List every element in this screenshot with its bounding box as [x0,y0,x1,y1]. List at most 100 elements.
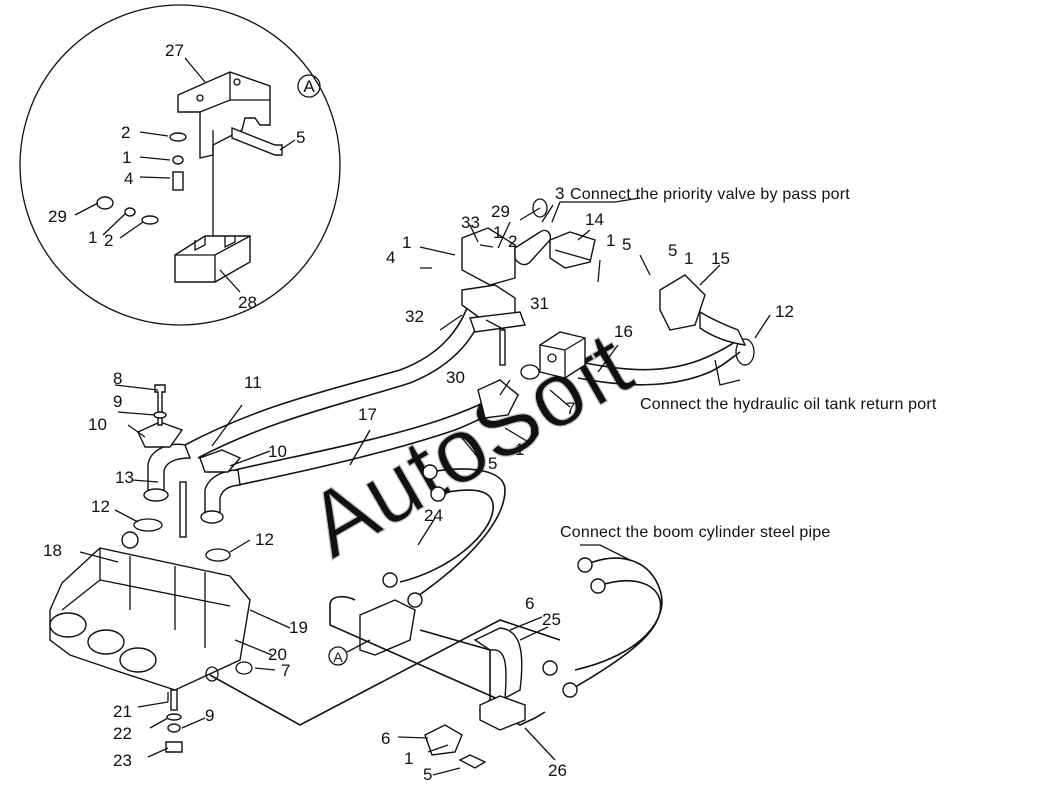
label-30: 30 [446,368,465,387]
label-3: 3 [555,184,564,203]
label-6-b: 6 [525,594,534,613]
label-29-detail: 29 [48,207,67,226]
detail-circle [19,4,341,326]
pipe-3 [514,229,552,266]
nut-23 [165,741,183,753]
bolt-5-bottom [458,754,487,769]
bolt-30 [499,329,506,366]
oring-3 [532,198,548,218]
washer-1b-detail [124,207,136,217]
elbow-25 [473,627,523,700]
label-5-detail: 5 [296,128,305,147]
label-25: 25 [542,610,561,629]
note-tank-return: Connect the hydraulic oil tank return po… [640,396,937,413]
detail-labels: 27 2 1 4 5 29 1 2 28 [48,41,305,312]
label-13: 13 [115,468,134,487]
main-labels: 3 29 33 1 2 14 1 5 5 1 15 1 4 32 31 12 1… [43,184,794,784]
label-5-d: 5 [423,765,432,784]
washer-2b-detail [141,215,159,225]
label-2-detail: 2 [121,123,130,142]
label-14: 14 [585,210,604,229]
pipe-tank [699,310,747,346]
label-8: 8 [113,369,122,388]
main-assembly: A [49,197,771,776]
hose-boom [574,557,663,671]
washer-2-detail [169,132,187,142]
hose-16 [579,341,736,371]
washer-1-detail [172,155,184,165]
label-1-f: 1 [404,749,413,768]
label-6-c: 6 [381,729,390,748]
bolt-13 [179,481,187,538]
label-1-detail: 1 [122,148,131,167]
label-12-c: 12 [255,530,274,549]
note-boom-cylinder: Connect the boom cylinder steel pipe [560,524,830,541]
oring-7-bottom [235,661,253,675]
label-23: 23 [113,751,132,770]
bolt-4-detail [172,171,184,191]
label-4: 4 [386,248,395,267]
label-5-c: 5 [488,454,497,473]
label-12-a: 12 [775,302,794,321]
label-1-c: 1 [684,249,693,268]
label-10-b: 10 [268,442,287,461]
label-12-b: 12 [91,497,110,516]
bolt-8 [154,384,166,426]
bolt-5-detail [231,126,283,156]
elbow-right [204,469,241,516]
label-1-a: 1 [493,223,502,242]
label-20: 20 [268,645,287,664]
label-11: 11 [244,373,262,392]
nut-29-detail [96,196,114,210]
label-4-detail: 4 [124,169,133,188]
hose-11 [184,299,471,446]
flange-10-left [137,421,184,448]
label-2: 2 [508,232,517,251]
label-7-b: 7 [281,661,290,680]
detail-marker-label: A [303,77,315,96]
label-6-a: 6 [530,422,539,441]
oring-7-top [520,364,540,380]
flange-15 [659,274,706,331]
detail-view-a: A [19,4,341,326]
label-33: 33 [461,213,480,232]
elbow-13 [147,443,192,496]
label-5-b: 5 [668,241,677,260]
oring-12-left [133,518,163,532]
label-31: 31 [530,294,549,313]
label-9-b: 9 [205,706,214,725]
block-16 [539,331,586,379]
label-1-b: 1 [606,231,615,250]
label-16: 16 [614,322,633,341]
label-5-a: 5 [622,235,631,254]
label-10-a: 10 [88,415,107,434]
steel-pipe [209,619,561,726]
label-9-a: 9 [113,392,122,411]
bracket-33 [461,227,516,286]
label-22: 22 [113,724,132,743]
label-1b-detail: 1 [88,228,97,247]
label-1-d: 1 [402,233,411,252]
callout-a-circle [328,646,348,666]
label-29: 29 [491,202,510,221]
block-26 [479,695,526,731]
label-18: 18 [43,541,62,560]
label-7-a: 7 [566,399,575,418]
flange-14 [549,231,596,269]
plate-28 [174,235,251,283]
flange-6 [477,379,519,419]
label-17: 17 [358,405,377,424]
label-15: 15 [711,249,730,268]
label-32: 32 [405,307,424,326]
label-26: 26 [548,761,567,780]
detail-marker-circle [297,74,321,98]
label-27: 27 [165,41,184,60]
label-24: 24 [424,506,443,525]
label-21: 21 [113,702,132,721]
note-priority-valve: Connect the priority valve by pass port [570,186,850,203]
bracket-27 [177,71,271,159]
oring-12-right [205,548,231,562]
bolt-21 [170,689,178,711]
label-28: 28 [238,293,257,312]
